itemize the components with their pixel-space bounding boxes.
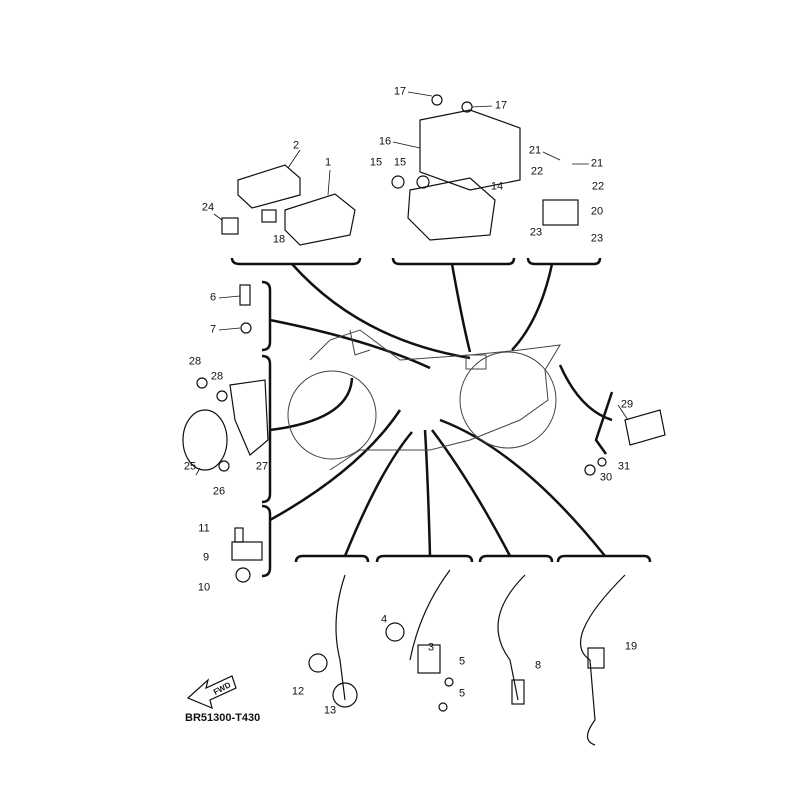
part-29-plate [624,409,666,446]
callout-21: 21 [528,144,542,157]
part-13-wire [335,574,346,701]
part-18-clip [261,209,277,223]
callout-4: 4 [380,613,388,626]
callout-25: 25 [183,460,197,473]
callout-8: 8 [534,659,542,672]
part-28-bolt [216,390,228,402]
part-10-oring [235,567,251,583]
part-15-bolt [416,175,430,189]
callout-29: 29 [620,398,634,411]
callout-27: 27 [255,460,269,473]
callout-22: 22 [530,165,544,178]
part-17-bolt [431,94,443,106]
part-14-bracket [407,177,496,241]
callout-23: 23 [529,226,543,239]
part-28-bolt [196,377,208,389]
leader-lines [269,263,613,557]
part-2-ecu [237,164,301,209]
callout-6: 6 [209,291,217,304]
part-16-regulator [419,109,521,191]
callout-5: 5 [458,655,466,668]
callout-10: 10 [197,581,211,594]
part-31-washer [597,457,607,467]
callout-22: 22 [591,180,605,193]
part-24-relay [221,217,239,235]
part-30-nut [584,464,596,476]
part-27-bracket [229,379,269,456]
callout-30: 30 [599,471,613,484]
part-7-washer [240,322,252,334]
callout-15: 15 [369,156,383,169]
callout-26: 26 [212,485,226,498]
callout-23: 23 [590,232,604,245]
part-11-bolt [234,527,244,543]
group-brackets [230,257,652,578]
callout-2: 2 [292,139,300,152]
part-9-sensor [231,541,263,561]
callout-1: 1 [324,156,332,169]
callout-28: 28 [188,355,202,368]
part-25-horn [182,409,228,471]
callout-17: 17 [393,85,407,98]
part-6-sensor [239,284,251,306]
callout-16: 16 [378,135,392,148]
callout-12: 12 [291,685,305,698]
callout-14: 14 [490,180,504,193]
part-12-switch [308,653,328,673]
part-19-wire [580,574,626,746]
callout-18: 18 [272,233,286,246]
label-leaders [195,91,629,476]
part-13-sensor [332,682,358,708]
motorcycle-outline [287,329,561,471]
callout-17: 17 [494,99,508,112]
callout-11: 11 [198,522,210,535]
part-5-bolt [438,702,448,712]
callout-15: 15 [393,156,407,169]
part-8-sensor [511,679,525,705]
part-4-oring [385,622,405,642]
parts [182,94,666,746]
part-3-wire [409,569,451,661]
callout-21: 21 [590,157,604,170]
callout-13: 13 [323,704,337,717]
callout-19: 19 [624,640,638,653]
callout-5: 5 [458,687,466,700]
callout-28: 28 [210,370,224,383]
part-1-unit [284,193,356,246]
part-26-bolt [218,460,230,472]
part-3-sensor [417,644,441,674]
callout-7: 7 [209,323,217,336]
callout-24: 24 [201,201,215,214]
callout-9: 9 [202,551,210,564]
fwd-arrow-icon [186,675,237,710]
part-19-sensor [587,647,605,669]
callout-20: 20 [590,205,604,218]
part-8-wire [497,574,526,701]
callout-31: 31 [617,460,631,473]
part-5-bolt [444,677,454,687]
part-15-bolt [391,175,405,189]
part-20-sensor [542,199,579,226]
diagram-code: BR51300-T430 [185,712,261,724]
callout-3: 3 [427,641,435,654]
